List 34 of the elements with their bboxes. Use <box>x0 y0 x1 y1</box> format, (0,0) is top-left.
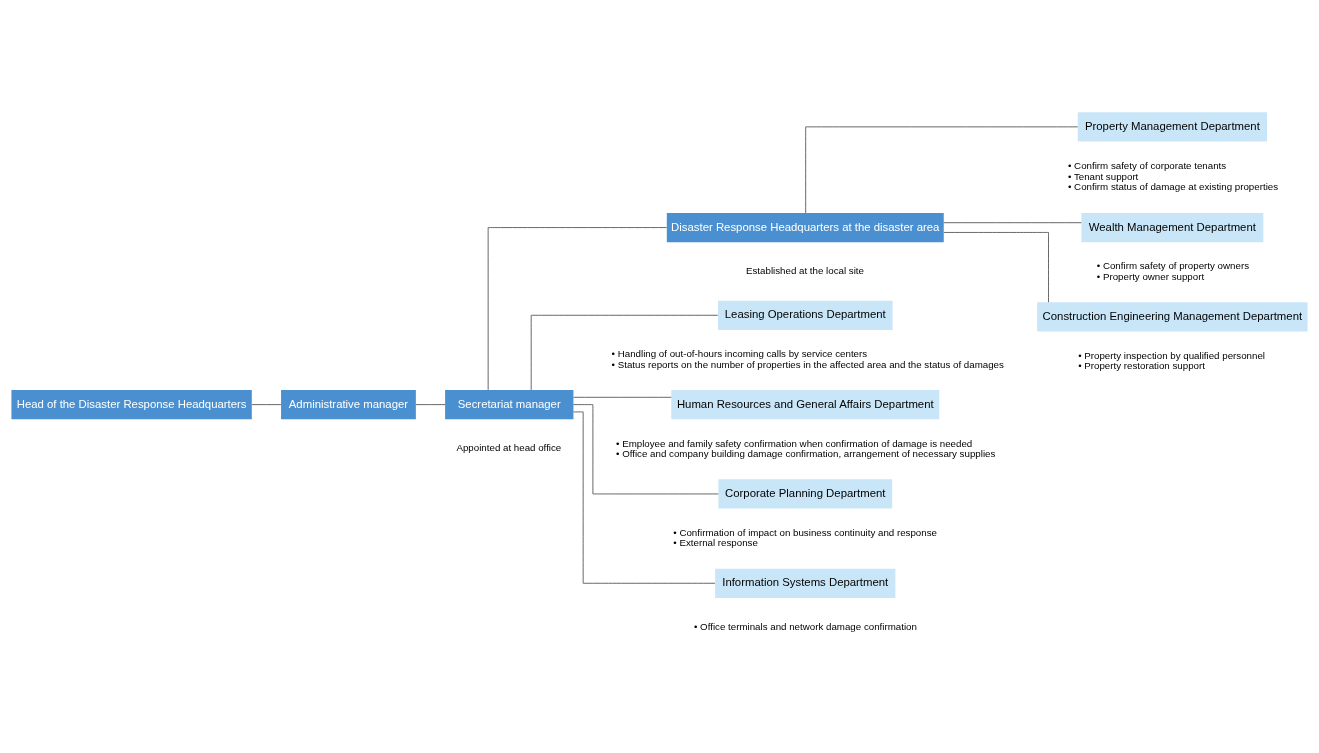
node-box: Administrative manager <box>281 389 416 419</box>
connector <box>573 403 719 494</box>
node-label: Appointed at head office <box>456 441 562 453</box>
node-label: • Confirmation of impact on business continuity and response <box>673 526 937 538</box>
connector <box>251 403 282 405</box>
node-label: • External response <box>673 536 758 548</box>
node-box: Property Management Department <box>1077 111 1267 141</box>
node-label: • Property owner support <box>1096 270 1205 282</box>
node-box: Information Systems Department <box>715 568 896 598</box>
node-label: • Confirm safety of corporate tenants <box>1068 159 1227 171</box>
node-label: • Employee and family safety confirmation when confirmation of damage is needed <box>616 437 973 449</box>
node-label: • Status reports on the number of properties in the affected area and the status of damages <box>611 358 1004 370</box>
node-box: Wealth Management Department <box>1081 212 1264 242</box>
node-box: Head of the Disaster Response Headquarters <box>11 389 252 419</box>
node-box: Disaster Response Headquarters at the disaster area <box>666 212 944 242</box>
node-box: Human Resources and General Affairs Department <box>671 389 940 419</box>
node-label: • Tenant support <box>1068 170 1139 182</box>
connector <box>943 221 1082 223</box>
node-box: Leasing Operations Department <box>717 300 893 330</box>
node-label: • Property inspection by qualified personnel <box>1078 349 1266 361</box>
node-box: Secretariat manager <box>445 389 574 419</box>
connector <box>943 231 1049 303</box>
node-label: Established at the local site <box>745 264 864 276</box>
node-label: • Handling of out-of-hours incoming calls by service centers <box>611 347 868 359</box>
node-label: • Confirm safety of property owners <box>1096 259 1250 271</box>
node-box: Construction Engineering Management Department <box>1037 301 1308 331</box>
connector <box>530 314 719 390</box>
connector <box>573 396 672 398</box>
connector <box>415 403 446 405</box>
connector <box>805 125 1079 213</box>
connector <box>487 226 668 390</box>
node-box: Corporate Planning Department <box>718 478 893 509</box>
connector <box>573 411 716 584</box>
node-label: • Office terminals and network damage confirmation <box>694 620 917 632</box>
